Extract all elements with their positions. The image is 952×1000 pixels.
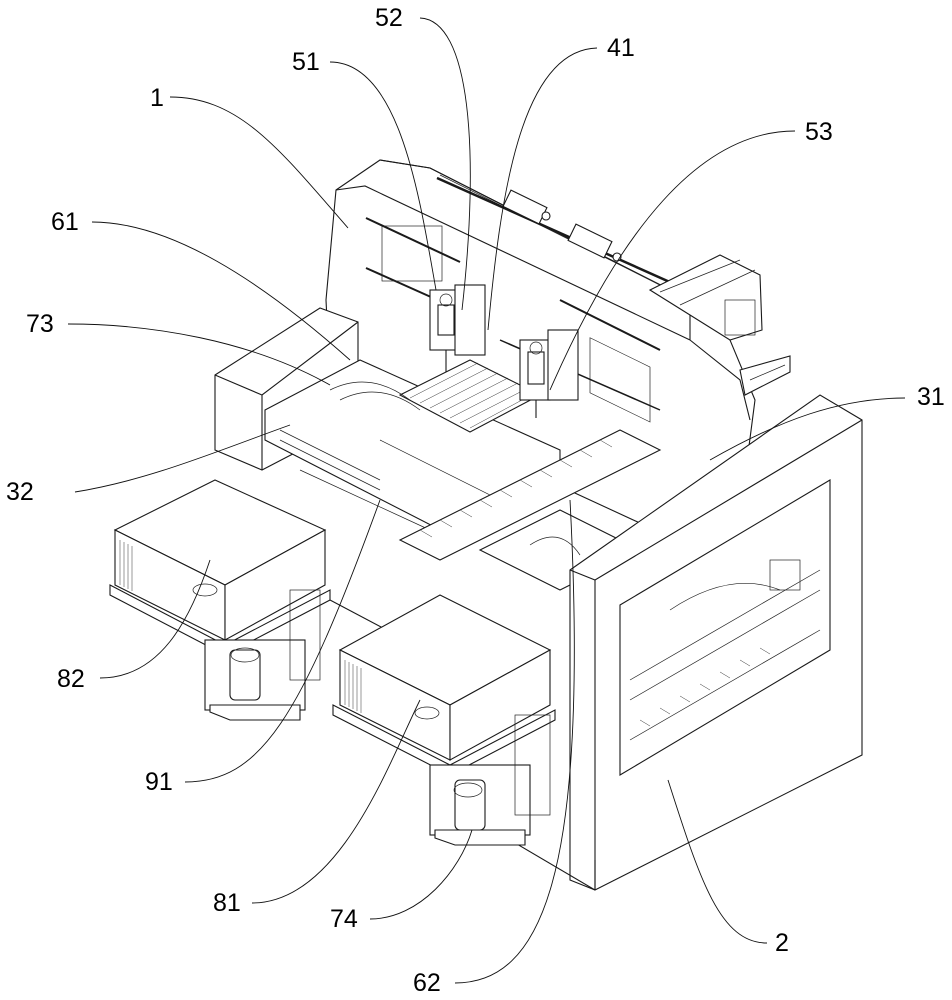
label-82: 82	[57, 665, 85, 693]
leader-41	[487, 47, 598, 331]
leader-82	[99, 559, 211, 679]
leader-52	[419, 17, 471, 311]
mounting-head-right	[519, 329, 579, 418]
mounting-head-left	[429, 284, 486, 372]
leader-61	[91, 221, 351, 361]
label-52: 52	[375, 4, 403, 32]
front-frame	[569, 394, 863, 891]
label-53: 53	[805, 118, 833, 146]
leader-1	[169, 96, 349, 229]
label-41: 41	[607, 34, 635, 62]
work-table	[264, 359, 561, 541]
leader-74	[369, 829, 473, 920]
leader-62	[454, 499, 575, 984]
label-61: 61	[51, 208, 79, 236]
rear-feeder-unit	[648, 254, 791, 396]
tray-magazine-left	[109, 479, 331, 721]
label-81: 81	[213, 889, 241, 917]
leader-91	[184, 499, 381, 783]
leader-32	[74, 424, 291, 493]
label-1: 1	[150, 84, 164, 112]
label-74: 74	[330, 905, 358, 933]
leader-51	[329, 61, 437, 291]
leader-lines	[67, 17, 906, 984]
label-62: 62	[413, 969, 441, 997]
tray-magazine-front	[332, 594, 556, 846]
label-73: 73	[26, 310, 54, 338]
leader-81	[251, 699, 421, 904]
label-32: 32	[6, 478, 34, 506]
leader-73	[67, 323, 331, 386]
leader-53	[549, 130, 796, 391]
leader-31	[709, 397, 906, 461]
label-2: 2	[775, 929, 789, 957]
label-91: 91	[145, 768, 173, 796]
label-51: 51	[292, 48, 320, 76]
leader-2	[667, 779, 768, 944]
label-31: 31	[917, 383, 945, 411]
